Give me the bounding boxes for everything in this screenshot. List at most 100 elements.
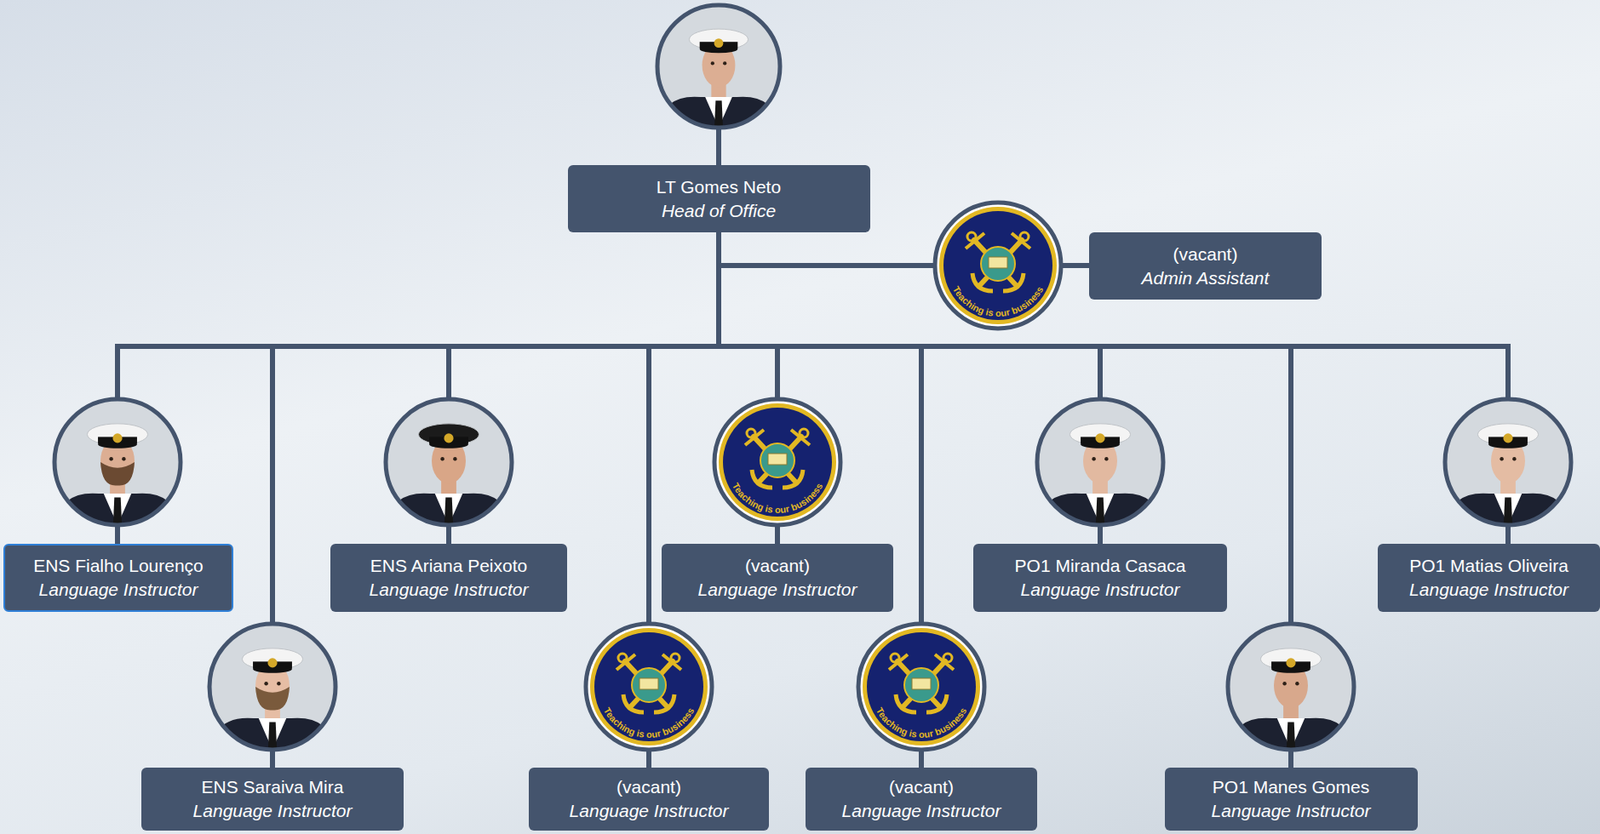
eye xyxy=(1104,457,1108,461)
book xyxy=(911,678,931,690)
eye xyxy=(263,682,268,686)
cap-badge xyxy=(267,658,277,668)
person-name: (vacant) xyxy=(745,554,810,579)
photo-ground xyxy=(1037,399,1164,526)
eye xyxy=(108,457,113,461)
cap-crown xyxy=(86,424,148,446)
anchor-shank xyxy=(897,661,941,708)
photo-ground xyxy=(54,399,181,526)
person-name: ENS Fialho Lourenço xyxy=(33,554,204,579)
tie xyxy=(714,100,723,128)
book xyxy=(988,257,1008,269)
tie xyxy=(1095,497,1105,526)
role-title: Language Instructor xyxy=(842,799,1002,824)
role-title: Head of Office xyxy=(661,199,776,224)
anchor-stock xyxy=(616,654,636,671)
role-title: Language Instructor xyxy=(1409,578,1569,603)
motto: Teaching is our business xyxy=(951,284,1045,319)
eye xyxy=(453,457,457,461)
eye xyxy=(1295,682,1299,686)
school-emblem: Teaching is our business xyxy=(934,202,1061,329)
shirt xyxy=(103,493,132,526)
eye xyxy=(1282,682,1286,686)
anchor-stock xyxy=(662,654,682,671)
cap-crown xyxy=(1260,648,1321,671)
photo-frame xyxy=(1227,624,1354,751)
globe xyxy=(904,668,939,703)
org-connector xyxy=(718,232,1509,545)
label-box: PO1 Miranda CasacaLanguage Instructor xyxy=(973,544,1228,613)
shirt xyxy=(1494,493,1523,526)
person-name: (vacant) xyxy=(1173,242,1239,267)
tie xyxy=(1286,722,1296,751)
emblem-frame xyxy=(934,202,1061,329)
cap-crown xyxy=(241,648,303,671)
label-box: (vacant)Admin Assistant xyxy=(1089,232,1322,300)
cap-badge xyxy=(112,433,122,443)
label-box: PO1 Matias OliveiraLanguage Instructor xyxy=(1377,544,1600,613)
photo-ground xyxy=(657,5,780,128)
tie xyxy=(444,497,454,526)
role-title: Language Instructor xyxy=(698,578,858,603)
school-emblem: Teaching is our business xyxy=(585,624,712,751)
emblem-rope xyxy=(718,403,837,522)
motto-text: Teaching is our business xyxy=(602,705,696,740)
cap-badge xyxy=(1502,433,1513,443)
anchor-shank xyxy=(758,436,802,483)
photo-frame xyxy=(385,399,512,526)
emblem-field xyxy=(866,632,976,742)
photo-stem xyxy=(716,127,722,167)
portrait-photo xyxy=(1037,399,1164,526)
emblem-rope xyxy=(590,628,708,746)
tie xyxy=(268,722,277,751)
emblem-field xyxy=(594,632,704,742)
cap-crown xyxy=(688,28,748,50)
role-title: Language Instructor xyxy=(1211,799,1371,824)
role-title: Language Instructor xyxy=(369,578,529,603)
globe xyxy=(980,246,1016,282)
beard xyxy=(255,687,290,712)
emblem-field xyxy=(722,407,832,517)
emblem-frame xyxy=(585,624,712,751)
shirt xyxy=(258,718,287,751)
shirt xyxy=(1277,718,1306,751)
book xyxy=(768,453,787,465)
role-title: Language Instructor xyxy=(569,799,729,824)
emblem-frame xyxy=(858,624,985,751)
label-box: (vacant)Language Instructor xyxy=(661,544,894,613)
label-box: LT Gomes NetoHead of Office xyxy=(567,165,871,233)
eye xyxy=(1091,457,1096,461)
portrait-photo xyxy=(385,399,512,526)
role-title: Language Instructor xyxy=(39,578,199,603)
anchor-shank xyxy=(630,661,673,708)
role-title: Admin Assistant xyxy=(1141,266,1270,291)
person-name: ENS Ariana Peixoto xyxy=(370,554,528,579)
portrait-photo xyxy=(657,5,780,128)
label-box: ENS Fialho LourençoLanguage Instructor xyxy=(3,544,234,613)
anchor-shank xyxy=(625,661,668,708)
motto: Teaching is our business xyxy=(874,705,969,740)
anchor-stock xyxy=(745,430,764,446)
label-box: (vacant)Language Instructor xyxy=(528,768,769,832)
cap-crown xyxy=(1069,424,1130,446)
eye xyxy=(1499,457,1503,461)
cap-crown xyxy=(418,424,479,446)
cap-badge xyxy=(714,38,724,48)
anchor-stock xyxy=(1011,233,1031,249)
motto: Teaching is our business xyxy=(730,481,825,516)
anchor-shank xyxy=(753,436,797,483)
cap-badge xyxy=(1285,658,1296,668)
photo-frame xyxy=(1445,399,1572,526)
person-name: PO1 Matias Oliveira xyxy=(1409,554,1569,579)
globe xyxy=(631,668,666,703)
photo-frame xyxy=(209,624,336,751)
org-connector xyxy=(718,232,1291,769)
emblem-field xyxy=(943,211,1053,321)
tie xyxy=(1503,497,1513,526)
label-box: ENS Ariana PeixotoLanguage Instructor xyxy=(330,544,568,613)
cap-badge xyxy=(443,433,454,443)
emblem-rope xyxy=(939,206,1057,325)
cap-badge xyxy=(1095,433,1105,443)
eye xyxy=(276,682,281,686)
